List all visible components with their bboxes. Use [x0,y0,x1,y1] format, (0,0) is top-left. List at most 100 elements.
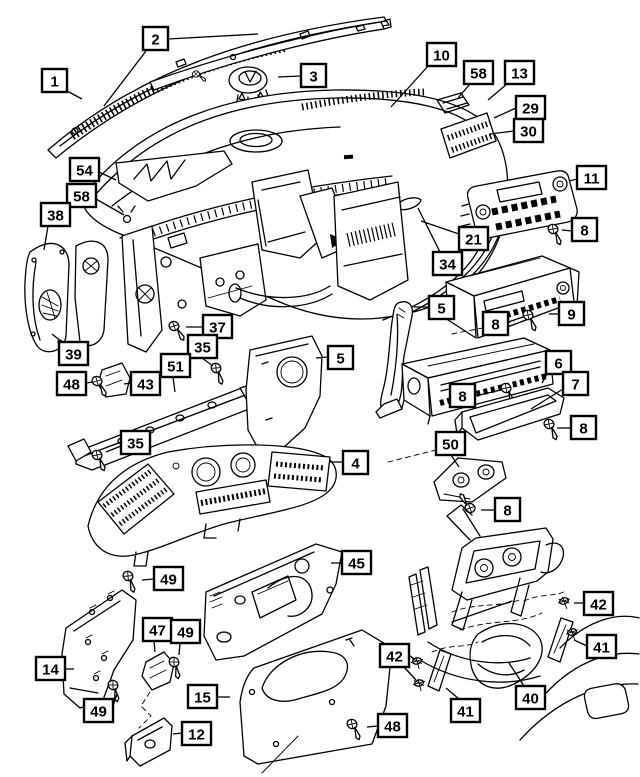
callout-box[interactable] [569,414,598,441]
callout-8[interactable]: 8 [448,382,502,409]
callout-12[interactable]: 12 [172,720,213,747]
callout-38[interactable]: 38 [39,201,72,251]
exploded-view-artwork [24,16,640,774]
callout-box[interactable] [65,182,98,209]
callout-7[interactable]: 7 [530,370,590,410]
callout-13[interactable]: 13 [487,59,536,101]
callout-box[interactable] [481,310,510,337]
callout-11[interactable]: 11 [568,164,608,191]
callout-box[interactable] [326,344,355,371]
callout-box[interactable] [575,164,608,191]
callout-8[interactable]: 8 [557,414,598,441]
callout-box[interactable] [427,294,456,321]
callout-box[interactable] [585,633,618,660]
callout-49[interactable]: 49 [169,618,202,656]
callout-4[interactable]: 4 [330,449,370,476]
callout-box[interactable] [340,549,373,576]
callout-box[interactable] [341,449,370,476]
callout-box[interactable] [378,642,411,669]
callout-42[interactable]: 42 [574,590,615,617]
callout-box[interactable] [434,430,467,457]
callout-8[interactable]: 8 [561,216,599,243]
callout-box[interactable] [449,697,482,724]
callout-41[interactable]: 41 [573,633,618,660]
callout-51[interactable]: 51 [159,352,192,393]
callout-49[interactable]: 49 [141,565,185,592]
callout-58[interactable]: 58 [65,182,125,216]
callout-box[interactable] [570,216,599,243]
callout-54[interactable]: 54 [68,156,117,183]
callout-box[interactable] [299,62,328,89]
callout-2[interactable]: 2 [103,25,259,107]
callout-box[interactable] [180,720,213,747]
leader-line [568,178,578,182]
callout-5[interactable]: 5 [414,294,456,321]
callout-box[interactable] [152,565,185,592]
callout-box[interactable] [119,429,152,456]
callout-box[interactable] [493,496,522,523]
callout-box[interactable] [425,41,458,68]
callout-box[interactable] [141,25,170,52]
callout-box[interactable] [169,618,202,645]
callout-box[interactable] [462,59,495,86]
callout-box[interactable] [503,59,536,86]
callout-14[interactable]: 14 [34,655,74,682]
leader-line [141,578,155,581]
callout-box[interactable] [40,67,69,94]
callout-5[interactable]: 5 [315,344,355,371]
callout-8[interactable]: 8 [481,496,522,523]
callout-39[interactable]: 39 [51,333,90,367]
callout-15[interactable]: 15 [186,683,230,710]
callout-47[interactable]: 47 [141,616,174,653]
callout-21[interactable]: 21 [420,220,490,252]
callout-40[interactable]: 40 [508,662,547,711]
callout-9[interactable]: 9 [549,300,586,327]
callout-box[interactable] [561,370,590,397]
callout-35[interactable]: 35 [105,429,152,456]
callout-box[interactable] [55,370,88,397]
callout-number: 15 [194,690,211,707]
callout-box[interactable] [82,697,115,724]
leader-line [487,83,508,101]
callout-58[interactable]: 58 [457,59,495,99]
callout-6[interactable]: 6 [541,349,573,384]
callout-34[interactable]: 34 [417,207,464,277]
callout-number: 49 [90,704,107,721]
callout-box[interactable] [514,684,547,711]
callout-number: 21 [465,232,482,249]
callout-42[interactable]: 42 [378,642,417,681]
callout-box[interactable] [186,333,219,360]
callout-10[interactable]: 10 [390,41,458,108]
callout-48[interactable]: 48 [55,370,95,397]
callout-box[interactable] [512,117,545,144]
callout-48[interactable]: 48 [366,712,409,739]
callout-box[interactable] [557,300,586,327]
callout-box[interactable] [159,352,192,379]
callout-37[interactable]: 37 [186,313,234,340]
callout-3[interactable]: 3 [277,62,328,89]
callout-1[interactable]: 1 [40,67,83,100]
callout-29[interactable]: 29 [493,94,547,121]
callout-number: 48 [384,719,401,736]
callout-box[interactable] [68,156,101,183]
callout-box[interactable] [376,712,409,739]
callout-box[interactable] [544,349,573,376]
callout-8[interactable]: 8 [481,310,524,337]
callout-box[interactable] [582,590,615,617]
callout-box[interactable] [34,655,67,682]
callout-41[interactable]: 41 [445,687,482,724]
callout-box[interactable] [57,340,90,367]
callout-box[interactable] [186,683,219,710]
callout-box[interactable] [39,201,72,228]
callout-30[interactable]: 30 [489,117,545,144]
callout-50[interactable]: 50 [434,430,467,468]
callout-box[interactable] [129,370,162,397]
callout-box[interactable] [457,225,490,252]
callout-45[interactable]: 45 [331,549,373,576]
callout-box[interactable] [431,250,464,277]
callout-49[interactable]: 49 [82,693,118,724]
callout-box[interactable] [448,382,477,409]
callout-35[interactable]: 35 [186,333,219,367]
callout-43[interactable]: 43 [123,370,162,397]
